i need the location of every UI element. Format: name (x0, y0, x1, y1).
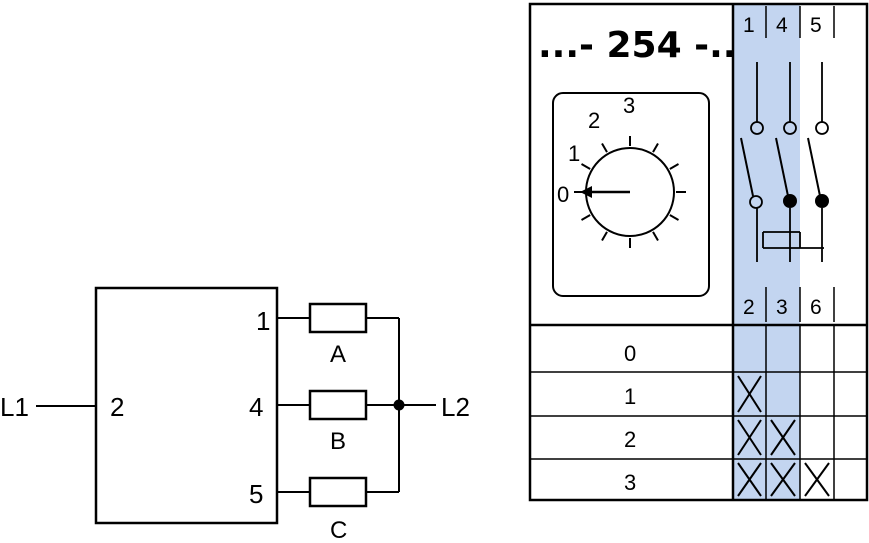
supply-l1-label: L1 (0, 392, 29, 422)
table-position-3: 3 (624, 470, 636, 495)
supply-l2-label: L2 (441, 392, 470, 422)
table-position-1: 1 (624, 384, 636, 409)
dial-tick (601, 231, 608, 241)
contact-schematic (740, 62, 829, 262)
dial-frame (552, 92, 710, 297)
load-c-label: C (330, 517, 347, 543)
closed-contact-mark (770, 419, 796, 456)
switch-panel: ...- 254 -.. 1 4 5 2 3 6 (528, 2, 869, 502)
contact-bottom-3: 3 (776, 296, 788, 319)
load-c-resistor (308, 476, 368, 508)
table-position-0: 0 (624, 341, 636, 366)
dial-tick (581, 214, 591, 221)
rotary-dial: 0 1 2 3 (552, 92, 710, 297)
load-a-label: A (330, 341, 346, 368)
dial-tick (652, 143, 659, 153)
output-terminal-1: 1 (256, 306, 270, 336)
circuit-schematic: L1 2 1 4 5 A B C L2 (0, 286, 470, 543)
contact-bottom-2: 2 (743, 296, 755, 319)
dial-tick (669, 163, 679, 170)
contact-top-4: 4 (776, 14, 788, 37)
dial-tick (601, 143, 608, 153)
load-b-resistor (308, 389, 368, 421)
load-b-label: B (330, 428, 346, 455)
panel-frame (528, 2, 869, 502)
closed-contact-mark (737, 462, 762, 497)
closed-contact-mark (804, 462, 830, 497)
dial-position-3: 3 (623, 93, 635, 118)
box-terminal-2: 2 (110, 392, 124, 422)
contact-top-1: 1 (743, 14, 755, 37)
output-terminal-4: 4 (249, 392, 263, 422)
output-terminal-5: 5 (249, 479, 263, 509)
dial-position-1: 1 (568, 141, 580, 166)
model-code: ...- 254 -.. (538, 25, 736, 66)
load-a-resistor (308, 302, 368, 334)
dial-tick (652, 231, 659, 241)
position-table-marks (737, 375, 830, 497)
closed-contact-mark (737, 419, 762, 456)
dial-pointer-tip (580, 186, 592, 198)
contact-bottom-6: 6 (810, 296, 822, 319)
dial-position-0: 0 (557, 182, 569, 207)
closed-contact-mark (737, 375, 762, 413)
dial-position-2: 2 (588, 108, 600, 133)
table-position-2: 2 (624, 427, 636, 452)
dial-tick (581, 163, 591, 170)
dial-ticks (574, 136, 686, 248)
dial-tick (669, 214, 679, 221)
closed-contact-mark (770, 462, 796, 497)
contact-top-5: 5 (810, 14, 822, 37)
